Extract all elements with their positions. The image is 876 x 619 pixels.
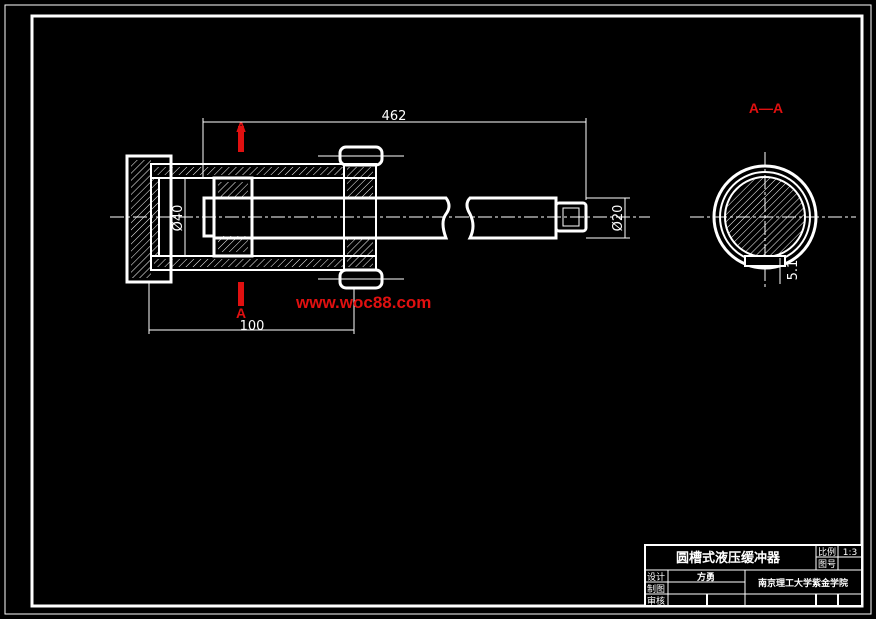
cylinder-length-label: 100 xyxy=(240,319,265,334)
outer-frame xyxy=(4,4,872,615)
drafting-label: 制图 xyxy=(647,583,665,595)
piston xyxy=(202,176,254,258)
watermark: www.woc88.com xyxy=(295,293,431,312)
section-mark-top: A xyxy=(236,119,246,152)
dim-overall-length: 462 xyxy=(202,109,587,200)
groove-depth-label: 5.1 xyxy=(786,260,801,281)
scale-label: 比例 xyxy=(818,546,836,558)
overall-length-label: 462 xyxy=(382,109,407,124)
inner-frame xyxy=(30,14,864,608)
rod-diameter-label: Ø20 xyxy=(611,205,626,232)
section-view-label: A—A xyxy=(749,100,783,116)
drawing-no-label: 图号 xyxy=(818,559,836,570)
title-block: 圆槽式液压缓冲器 比例 1:3 图号 设计 方勇 制图 审核 南京理工大学紫金学… xyxy=(644,544,863,607)
section-mark-bottom: A xyxy=(236,282,246,321)
section-view-aa: A—A 5.1 xyxy=(690,100,856,290)
school-name: 南京理工大学紫金学院 xyxy=(758,577,848,589)
scale-value: 1:3 xyxy=(843,548,857,558)
dim-bore-diameter: Ø40 xyxy=(171,178,186,256)
bore-diameter-label: Ø40 xyxy=(171,205,186,232)
cylinder-body xyxy=(125,145,404,290)
section-mark-bottom-label: A xyxy=(236,305,246,321)
section-mark-top-label: A xyxy=(236,119,246,135)
piston-rod xyxy=(214,196,588,240)
dim-rod-diameter: Ø20 xyxy=(586,197,630,239)
dim-cylinder-length: 100 xyxy=(148,282,355,334)
review-label: 审核 xyxy=(647,595,665,607)
design-label: 设计 xyxy=(647,571,665,583)
designer-name: 方勇 xyxy=(697,571,715,583)
drawing-title: 圆槽式液压缓冲器 xyxy=(676,550,781,566)
